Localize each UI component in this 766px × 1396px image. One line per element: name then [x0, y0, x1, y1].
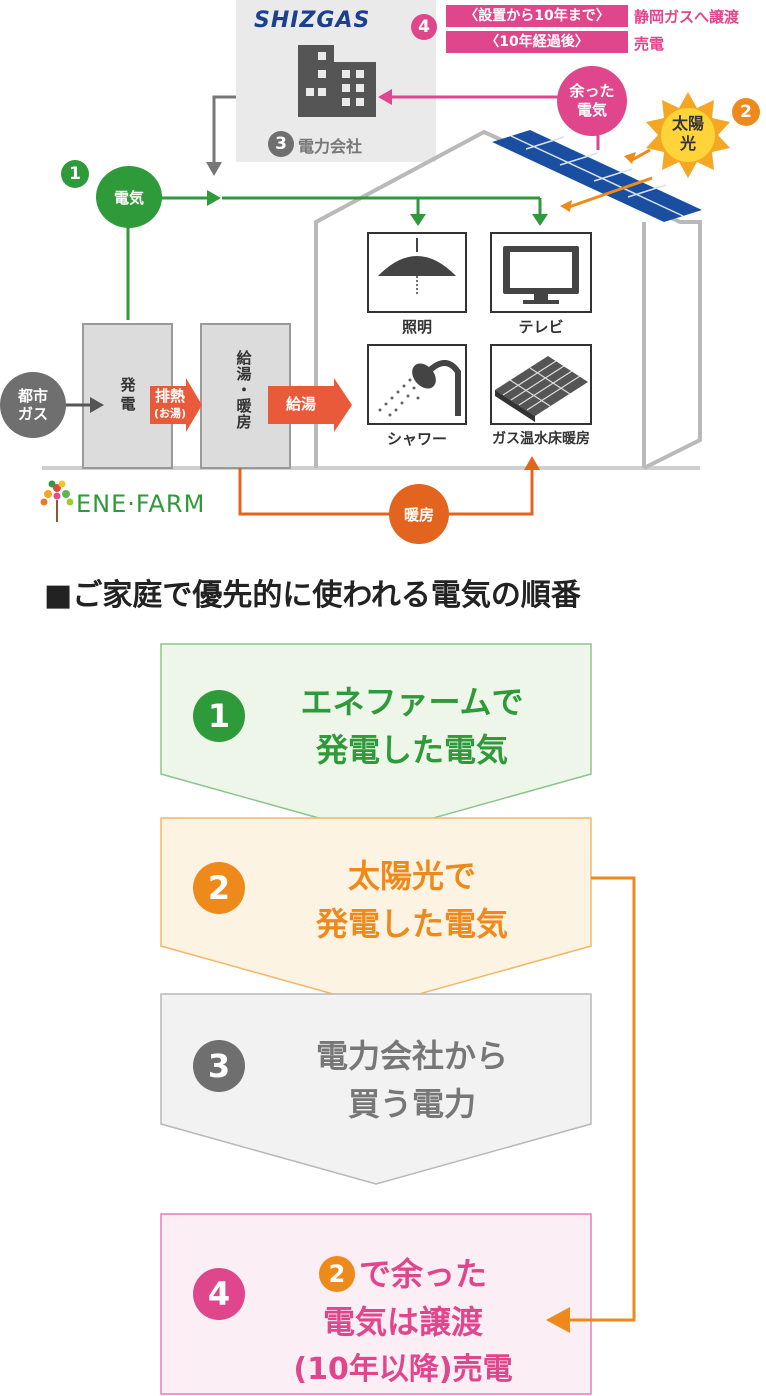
shizgas-logo: SHIZGAS: [254, 8, 371, 33]
surrender-result1: 静岡ガスへ譲渡: [634, 8, 740, 26]
city-gas-bubble: 都市 ガス: [0, 372, 66, 438]
surplus-return-line: [568, 876, 636, 1322]
electricity-num: 1: [61, 160, 89, 188]
priority-flow: [160, 643, 636, 1395]
step4-text: 2 で余った 電気は譲渡 (10年以降)売電: [248, 1250, 558, 1394]
step2-text: 太陽光で 発電した電気: [262, 852, 562, 948]
waste-heat-line1: 排熱: [154, 387, 185, 405]
step3-line2: 買う電力: [347, 1085, 476, 1123]
hot-water-arrow: [268, 378, 352, 432]
generator-line1: 発: [120, 376, 136, 394]
sunlight-lines: [565, 148, 653, 210]
floor-heating-icon: [495, 356, 588, 422]
generator-line2: 電: [120, 395, 136, 413]
system-diagram: [40, 0, 730, 522]
surrender-tag1: 〈設置から10年まで〉: [446, 5, 628, 27]
city-gas-line2: ガス: [17, 405, 48, 423]
heat-unit-label: 給 湯 ・ 暖 房: [234, 350, 254, 430]
heating-line: [238, 466, 534, 516]
lamp-icon: [378, 238, 456, 296]
heat-unit-char: 湯: [236, 365, 252, 383]
appliance-label-shower: シャワー: [386, 430, 447, 448]
house-outline: [314, 129, 702, 470]
surrender-tag2: 〈10年経過後〉: [446, 31, 628, 53]
step3-text: 電力会社から 買う電力: [262, 1032, 562, 1128]
surrender-num: 4: [411, 14, 437, 40]
waste-heat-label: 排熱 (お湯): [150, 388, 190, 422]
step3-line1: 電力会社から: [315, 1037, 508, 1075]
appliance-label-tv: テレビ: [518, 318, 564, 336]
step4-line2: 電気は譲渡: [322, 1303, 483, 1341]
appliance-label-light: 照明: [401, 318, 432, 336]
appliance-box-shower: [367, 344, 467, 425]
step1-num: 1: [193, 690, 245, 742]
step3-shape: [160, 993, 592, 1185]
step2-num: 2: [193, 862, 245, 914]
gas-arrow: [62, 397, 104, 413]
step1-text: エネファームで 発電した電気: [262, 678, 562, 774]
step2-shape: [160, 817, 592, 1007]
surrender-result2: 売電: [634, 35, 665, 53]
power-company-line: [212, 95, 236, 165]
step2-line2: 発電した電気: [315, 905, 508, 943]
heating-bubble: 暖房: [389, 484, 449, 544]
step2-line1: 太陽光で: [347, 857, 476, 895]
surplus-line2: 電気: [576, 101, 607, 119]
solar-num: 2: [732, 98, 760, 126]
power-company-num: 3: [268, 131, 294, 157]
enefarm-logo-text: ENE·FARM: [76, 490, 206, 518]
step4-num: 4: [193, 1268, 245, 1320]
waste-heat-arrow: [150, 378, 202, 432]
surplus-line1: 余った: [569, 82, 615, 100]
generator-label: 発 電: [118, 376, 138, 414]
step1-line1: エネファームで: [300, 683, 524, 721]
step4-inline-num: 2: [318, 1256, 355, 1292]
enefarm-logo-icon: [40, 480, 74, 522]
heat-unit-char: 暖: [236, 397, 252, 415]
heat-unit-char: ・: [236, 381, 252, 399]
solar-panel-icon: [492, 130, 702, 222]
solar-line2: 光: [679, 134, 696, 153]
step1-line2: 発電した電気: [315, 731, 508, 769]
waste-heat-line2: (お湯): [153, 407, 187, 420]
step4-line3: (10年以降)売電: [293, 1352, 513, 1387]
shower-icon: [378, 360, 461, 417]
hot-water-label: 給湯: [285, 395, 316, 413]
heat-unit-char: 房: [236, 413, 252, 431]
electricity-lines: [126, 196, 542, 320]
tv-icon: [503, 246, 579, 304]
solar-line1: 太陽: [671, 114, 704, 133]
sun-icon: [646, 92, 730, 178]
appliance-label-floor: ガス温水床暖房: [492, 431, 590, 447]
step4-line1: で余った: [358, 1255, 487, 1293]
building-icon: [298, 45, 376, 117]
heat-unit-char: 給: [236, 349, 252, 367]
solar-label: 太陽 光: [667, 114, 709, 154]
surplus-bubble: 余った 電気: [557, 66, 627, 136]
city-gas-line1: 都市: [17, 387, 48, 405]
step3-num: 3: [193, 1040, 245, 1092]
electricity-bubble: 電気: [96, 166, 162, 228]
priority-heading: ■ご家庭で優先的に使われる電気の順番: [44, 578, 581, 613]
step1-shape: [160, 643, 592, 835]
power-company-label: 電力会社: [298, 137, 363, 156]
